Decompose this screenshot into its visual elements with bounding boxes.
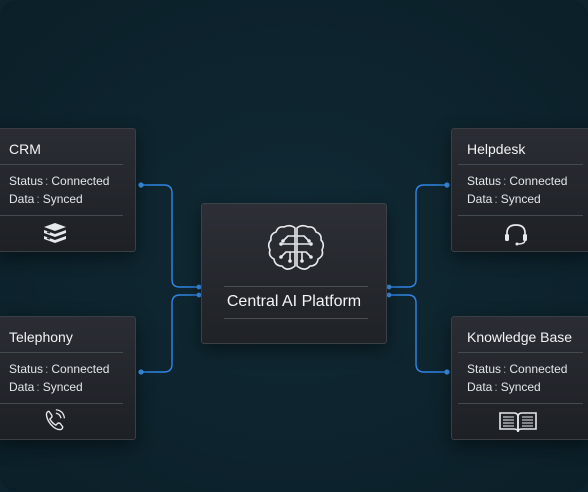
database-stack-icon xyxy=(44,223,66,243)
status-row: Status:Connected xyxy=(467,174,568,188)
divider xyxy=(458,164,583,165)
status-value: Connected xyxy=(51,362,110,376)
headset-icon xyxy=(505,224,527,246)
node-card-crm[interactable]: CRM Status:Connected Data:Synced xyxy=(0,128,136,252)
status-row: Status:Connected xyxy=(467,362,568,376)
divider xyxy=(0,352,123,353)
divider xyxy=(0,215,123,216)
divider xyxy=(0,164,123,165)
data-value: Synced xyxy=(42,192,83,206)
status-value: Connected xyxy=(51,174,110,188)
open-book-icon xyxy=(499,412,537,433)
brain-circuit-icon xyxy=(267,224,325,270)
data-value: Synced xyxy=(500,380,541,394)
node-card-telephony[interactable]: Telephony Status:Connected Data:Synced xyxy=(0,316,136,440)
node-title: CRM xyxy=(9,141,41,157)
status-label: Status xyxy=(467,174,502,188)
data-row: Data:Synced xyxy=(467,192,541,206)
status-value: Connected xyxy=(509,362,568,376)
data-label: Data xyxy=(9,380,35,394)
node-card-helpdesk[interactable]: Helpdesk Status:Connected Data:Synced xyxy=(451,128,588,252)
status-row: Status:Connected xyxy=(9,362,110,376)
divider xyxy=(224,318,368,319)
data-row: Data:Synced xyxy=(9,192,83,206)
status-value: Connected xyxy=(509,174,568,188)
status-label: Status xyxy=(9,174,44,188)
node-title: Telephony xyxy=(9,329,73,345)
status-row: Status:Connected xyxy=(9,174,110,188)
divider xyxy=(458,403,583,404)
data-label: Data xyxy=(467,192,493,206)
node-title: Knowledge Base xyxy=(467,329,573,345)
hub-title: Central AI Platform xyxy=(226,293,362,310)
connector-knowledge xyxy=(387,294,448,373)
divider xyxy=(458,215,583,216)
data-label: Data xyxy=(467,380,493,394)
data-row: Data:Synced xyxy=(467,380,541,394)
connector-crm xyxy=(140,184,201,288)
divider xyxy=(0,403,123,404)
phone-ringing-icon xyxy=(45,409,66,431)
data-label: Data xyxy=(9,192,35,206)
data-value: Synced xyxy=(42,380,83,394)
central-hub-card[interactable]: Central AI Platform xyxy=(201,203,387,344)
data-value: Synced xyxy=(500,192,541,206)
data-row: Data:Synced xyxy=(9,380,83,394)
divider xyxy=(458,352,583,353)
divider xyxy=(224,286,368,287)
status-label: Status xyxy=(9,362,44,376)
connector-helpdesk xyxy=(387,184,448,288)
status-label: Status xyxy=(467,362,502,376)
node-title: Helpdesk xyxy=(467,141,526,157)
connector-telephony xyxy=(140,294,201,373)
node-card-knowledge-base[interactable]: Knowledge Base Status:Connected Data:Syn… xyxy=(451,316,588,440)
